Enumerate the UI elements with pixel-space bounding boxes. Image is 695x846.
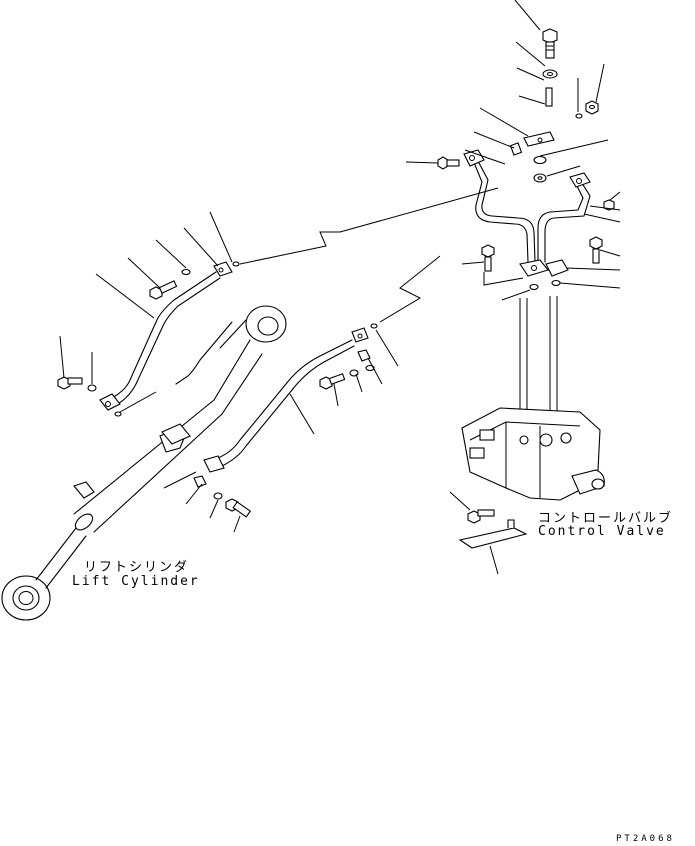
spacer-pin	[545, 87, 553, 107]
small-ring	[575, 113, 583, 119]
top-fitting-stack	[509, 28, 615, 211]
cylinder-hose-upper	[57, 261, 240, 417]
clamp-plate	[509, 131, 555, 156]
leader-lines	[59, 0, 621, 575]
washer-mid	[533, 155, 547, 165]
figure-code: PT2A068	[616, 834, 675, 844]
washer-low	[533, 173, 547, 183]
control-valve-label-en: Control Valve	[538, 524, 666, 539]
top-washer	[542, 69, 558, 79]
cylinder-hose-lower	[161, 323, 378, 518]
control-valve	[458, 296, 605, 549]
top-bolt	[542, 28, 558, 59]
top-nut	[585, 100, 599, 115]
lift-cylinder-label-jp: リフトシリンダ	[84, 560, 190, 575]
lift-cylinder-label-en: Lift Cylinder	[72, 574, 200, 589]
upper-pipes	[437, 149, 603, 291]
control-valve-label-jp: コントロールバルブ	[538, 511, 674, 526]
